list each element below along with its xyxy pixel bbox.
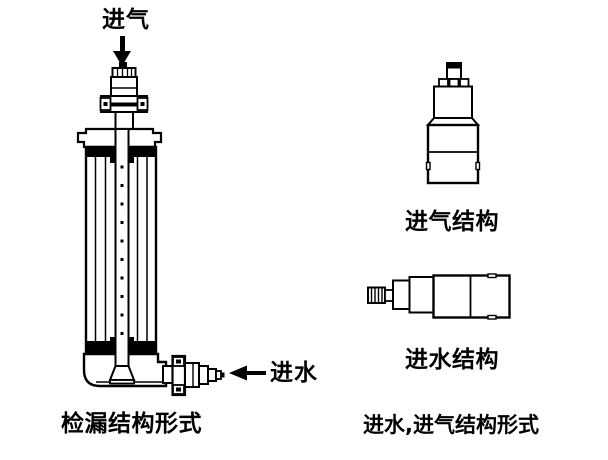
leak-detection-assembly-figure <box>76 36 266 397</box>
water-inlet-fitting <box>162 354 225 397</box>
water-structure-label: 进水结构 <box>405 347 499 373</box>
top-air-fitting <box>99 62 149 130</box>
central-perforated-tube <box>108 128 136 385</box>
leak-structure-caption: 检漏结构形式 <box>61 411 202 437</box>
water-intake-structure-figure <box>367 273 511 320</box>
left-arrow-icon <box>229 365 266 381</box>
down-arrow-icon <box>113 36 131 66</box>
air-intake-structure-figure <box>425 62 481 185</box>
air-structure-label: 进气结构 <box>405 209 499 235</box>
water-inlet-label: 进水 <box>270 360 318 386</box>
air-inlet-label: 进气 <box>102 7 150 33</box>
inlet-structures-caption: 进水,进气结构形式 <box>363 413 539 437</box>
